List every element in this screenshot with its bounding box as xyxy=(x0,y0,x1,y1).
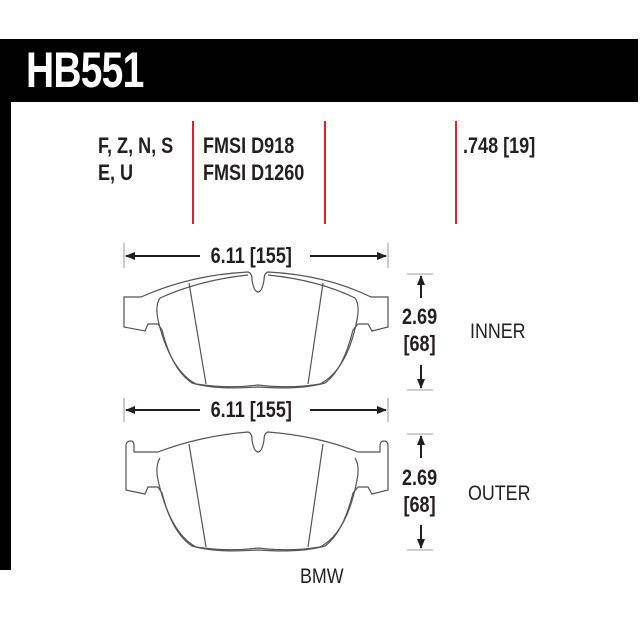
vehicle-application: BMW xyxy=(300,565,344,588)
header-bar xyxy=(0,39,638,102)
divider-line-1 xyxy=(192,121,194,224)
inner-height-inches: 2.69 xyxy=(402,304,438,329)
fmsi-number-2: FMSI D1260 xyxy=(203,160,305,185)
divider-line-2 xyxy=(324,121,326,224)
outer-height-dimension: 2.69 [68] xyxy=(402,464,437,518)
inner-pad-drawing xyxy=(123,271,389,389)
fmsi-numbers: FMSI D918 FMSI D1260 xyxy=(203,132,304,186)
inner-width-dimension-line xyxy=(123,243,389,268)
inner-height-dimension-line xyxy=(407,273,433,391)
inner-pad-label: INNER xyxy=(470,320,526,343)
outer-pad-drawing xyxy=(125,431,389,552)
inner-height-mm: [68] xyxy=(403,331,436,356)
inner-height-dimension: 2.69 [68] xyxy=(402,303,437,357)
outer-height-inches: 2.69 xyxy=(402,465,438,490)
outer-width-dimension-line xyxy=(123,398,389,422)
outer-height-mm: [68] xyxy=(403,492,436,517)
fmsi-number-1: FMSI D918 xyxy=(203,133,295,158)
outer-width-dimension: 6.11 [155] xyxy=(209,397,294,423)
outer-height-dimension-line xyxy=(407,433,433,551)
divider-line-3 xyxy=(455,121,457,224)
compound-codes-line-2: E, U xyxy=(98,160,134,185)
outer-pad-label: OUTER xyxy=(468,482,531,505)
inner-width-dimension: 6.11 [155] xyxy=(209,243,294,269)
pad-thickness: .748 [19] xyxy=(463,133,536,158)
part-number: HB551 xyxy=(26,42,144,98)
compound-codes: F, Z, N, S E, U xyxy=(98,132,173,186)
compound-codes-line-1: F, Z, N, S xyxy=(98,133,174,158)
left-border-bar xyxy=(0,39,11,570)
